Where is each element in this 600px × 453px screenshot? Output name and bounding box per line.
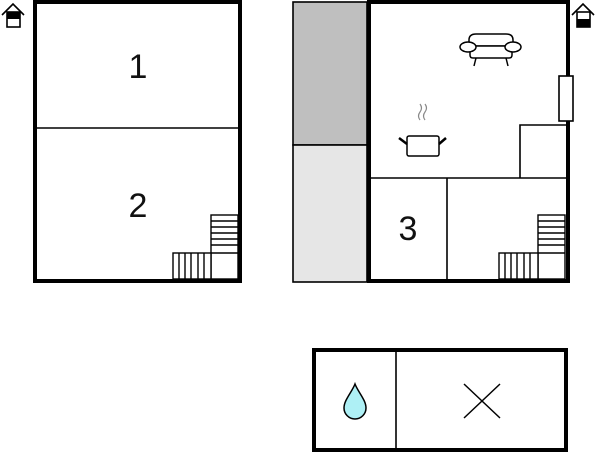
legend-box — [312, 348, 568, 452]
terrace-light-area — [292, 144, 368, 283]
armchair-icon — [459, 33, 522, 67]
storage-wall — [519, 124, 566, 178]
cross-icon — [463, 383, 501, 419]
left-floor-plan: 1 2 — [33, 0, 242, 283]
room-2-label: 2 — [129, 187, 148, 225]
right-floor-plan: 3 — [292, 0, 574, 283]
cooking-pot-icon — [398, 103, 447, 157]
left-floor-outline — [33, 0, 242, 283]
staircase-icon-left — [172, 214, 239, 280]
room-3-label: 3 — [399, 210, 418, 248]
legend-outline — [312, 348, 568, 452]
radiator-icon — [558, 75, 574, 122]
house-compass-icon-right — [571, 2, 595, 28]
house-compass-icon-left — [1, 2, 25, 28]
staircase-icon-right — [498, 214, 566, 280]
water-drop-icon — [343, 381, 367, 420]
room-1-label: 1 — [129, 48, 148, 86]
terrace-dark-area — [292, 1, 368, 146]
right-floor-outline — [367, 0, 570, 283]
